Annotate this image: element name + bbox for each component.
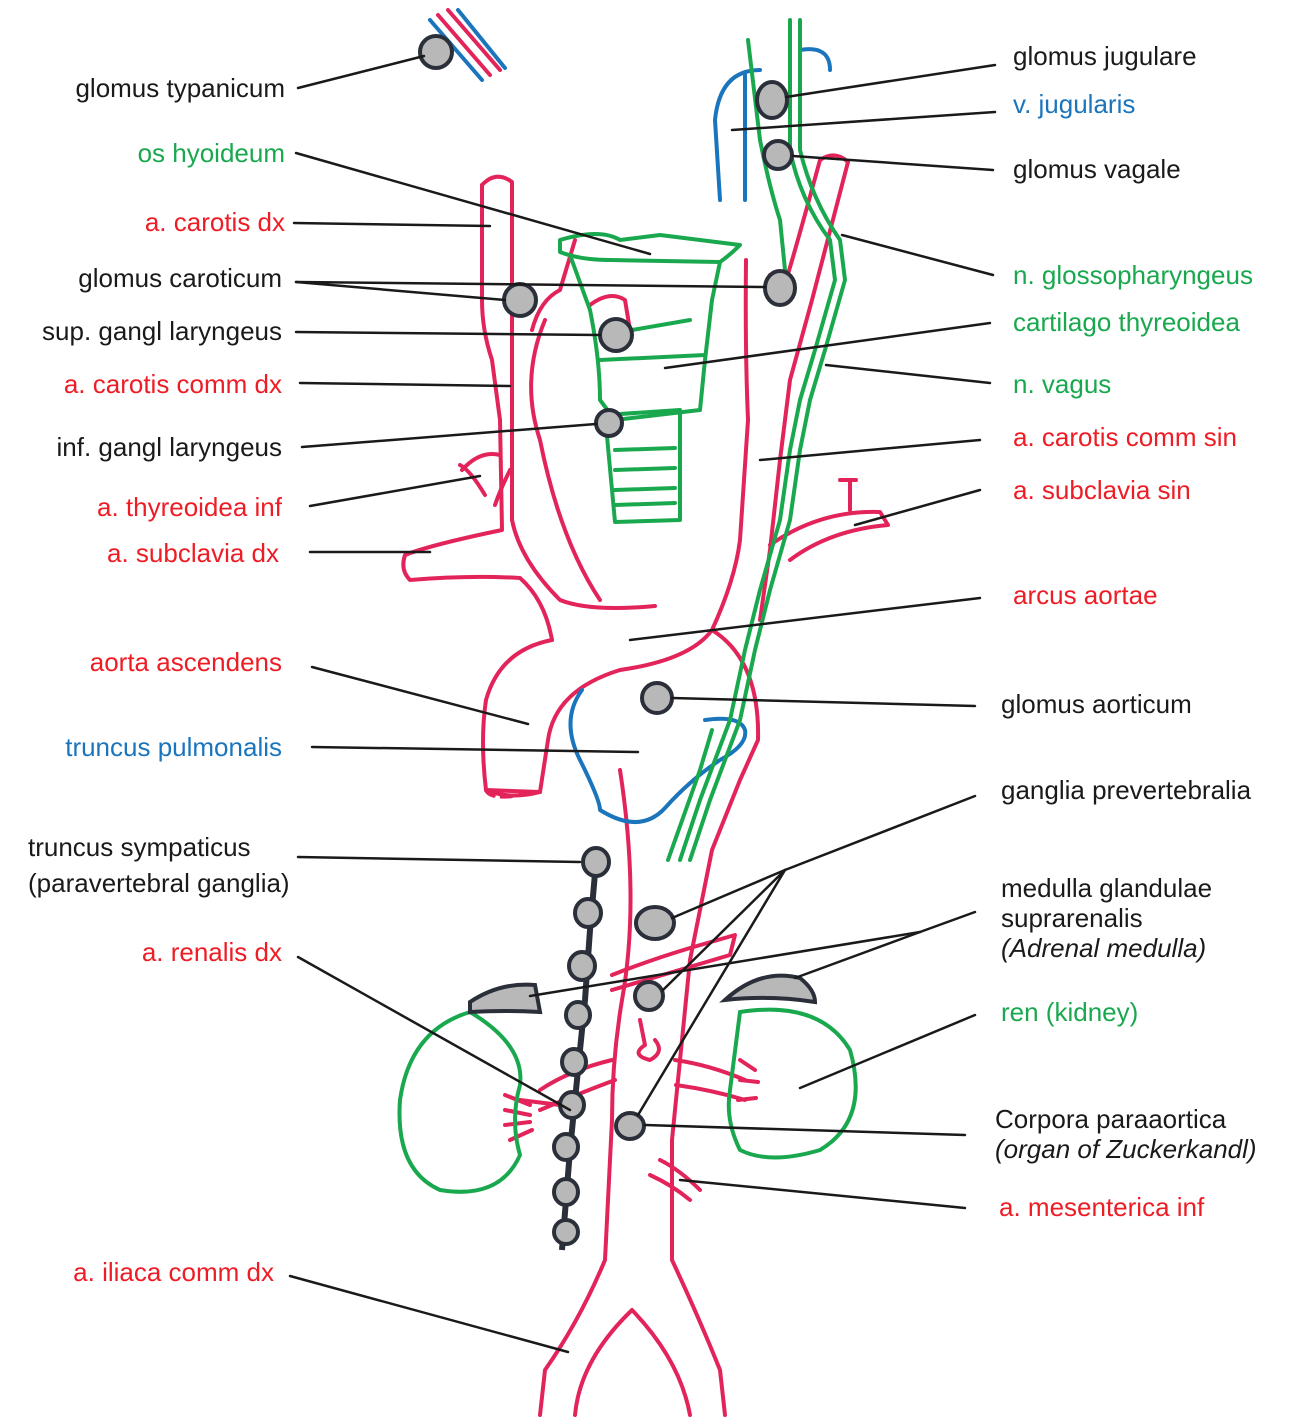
leader-a-iliaca-comm-dx — [290, 1276, 568, 1352]
leader-medulla-a — [920, 912, 975, 932]
label-a-subclavia-dx: a. subclavia dx — [107, 538, 279, 568]
label-a-carotis-comm-sin: a. carotis comm sin — [1013, 422, 1237, 452]
leader-ganglia-a — [672, 870, 785, 918]
label-arcus-aortae: arcus aortae — [1013, 580, 1158, 610]
label-os-hyoideum: os hyoideum — [138, 138, 285, 168]
label-organ-of-zuckerkandl: (organ of Zuckerkandl) — [995, 1134, 1257, 1164]
leader-glomus-aorticum — [672, 698, 975, 706]
paravertebral-ganglion — [554, 1179, 578, 1205]
ren-sin-shape — [729, 1010, 856, 1158]
leader-a-carotis-dx — [294, 223, 490, 226]
leader-a-mesenterica-inf — [680, 1180, 965, 1208]
glomus-caroticum-sin-body — [765, 271, 795, 305]
leader-truncus-sympaticus — [298, 857, 580, 862]
glomus-aorticum-body — [642, 683, 672, 713]
label-glomus-caroticum: glomus caroticum — [78, 263, 282, 293]
ren-dx-shape — [400, 1012, 521, 1192]
paravertebral-ganglion — [562, 1049, 586, 1075]
label-cartilago-thyreoidea: cartilago thyreoidea — [1013, 307, 1240, 337]
label-inf-gangl-laryngeus: inf. gangl laryngeus — [57, 432, 282, 462]
label-paravertebral-ganglia: (paravertebral ganglia) — [28, 868, 290, 898]
leader-a-subclavia-sin — [855, 490, 980, 525]
os-hyoideum-shape — [560, 234, 740, 262]
leader-inf-gangl — [302, 424, 596, 447]
label-adrenal-medulla: (Adrenal medulla) — [1001, 933, 1206, 963]
paravertebral-ganglion — [583, 848, 609, 876]
label-a-iliaca-comm-dx: a. iliaca comm dx — [73, 1257, 274, 1287]
leader-glomus-vagale — [793, 156, 993, 170]
adrenal-dx — [470, 985, 540, 1012]
label-glomus-vagale: glomus vagale — [1013, 154, 1181, 184]
label-n-vagus: n. vagus — [1013, 369, 1111, 399]
leader-sup-gangl — [296, 332, 600, 335]
a-carotis-comm-sin-vessel — [712, 260, 748, 630]
label-glomus-typanicum: glomus typanicum — [75, 73, 285, 103]
leader-medulla-c — [795, 932, 920, 978]
glomus-caroticum-dx-body — [504, 284, 536, 316]
ganglion-prevertebrale-2 — [635, 982, 663, 1010]
paravertebral-ganglion — [569, 952, 595, 980]
label-a-mesenterica-inf: a. mesenterica inf — [999, 1192, 1204, 1222]
leader-n-vagus — [826, 365, 990, 383]
leader-os-hyoideum — [296, 153, 650, 254]
leader-glomus-typanicum — [298, 56, 424, 88]
ganglion-prevertebrale-1 — [636, 907, 674, 939]
label-n-glossopharyngeus: n. glossopharyngeus — [1013, 260, 1253, 290]
label-aorta-ascendens: aorta ascendens — [90, 647, 282, 677]
label-ganglia-prevertebralia: ganglia prevertebralia — [1001, 775, 1251, 805]
label-truncus-sympaticus: truncus sympaticus — [28, 832, 251, 862]
leader-arcus-aortae — [630, 598, 980, 640]
paravertebral-ganglion — [554, 1220, 578, 1244]
corpora-paraaortica-body — [616, 1113, 644, 1139]
leader-ganglia-prevertebralia — [785, 796, 975, 870]
label-v-jugularis: v. jugularis — [1013, 89, 1135, 119]
leader-a-thyreoidea-inf — [310, 476, 480, 506]
adrenal-sin — [725, 976, 815, 1002]
leader-corpora-paraaortica — [645, 1125, 965, 1135]
label-glomus-aorticum: glomus aorticum — [1001, 689, 1192, 719]
label-ren-kidney: ren (kidney) — [1001, 997, 1138, 1027]
paravertebral-ganglion — [566, 1002, 590, 1028]
inf-gangl-laryngeus-body — [596, 410, 622, 436]
leader-n-glossopharyngeus — [842, 235, 993, 275]
leader-a-carotis-comm-dx — [300, 383, 510, 386]
cartilago-thyreoidea-shape — [570, 255, 720, 420]
leader-a-renalis-dx — [298, 957, 570, 1110]
label-a-subclavia-sin: a. subclavia sin — [1013, 475, 1191, 505]
leader-truncus-pulmonalis — [312, 747, 638, 752]
glomus-typanicum-body — [420, 36, 452, 68]
label-corpora-paraaortica: Corpora paraaortica — [995, 1104, 1226, 1134]
label-suprarenalis: suprarenalis — [1001, 903, 1143, 933]
a-carotis-inner-loop — [531, 240, 600, 600]
renal-spikes-left — [738, 1060, 758, 1100]
sup-gangl-laryngeus-body — [600, 319, 632, 351]
leader-cartilago-thyreoidea — [665, 323, 990, 368]
label-sup-gangl-laryngeus: sup. gangl laryngeus — [42, 316, 282, 346]
arcus-aortae-vessel — [483, 630, 712, 796]
paravertebral-ganglion — [575, 899, 601, 927]
aorta-ascendens-lower — [486, 790, 540, 792]
glomus-bodies — [420, 36, 795, 1139]
label-glomus-jugulare: glomus jugulare — [1013, 41, 1197, 71]
branch-mid — [639, 1020, 659, 1060]
glomus-vagale-body — [764, 141, 792, 169]
label-medulla-glandulae: medulla glandulae — [1001, 873, 1212, 903]
label-a-thyreoidea-inf: a. thyreoidea inf — [97, 492, 282, 522]
truncus-sympaticus-chain — [554, 848, 609, 1250]
label-truncus-pulmonalis: truncus pulmonalis — [65, 732, 282, 762]
glomus-jugulare-body — [757, 82, 787, 118]
label-a-carotis-dx: a. carotis dx — [145, 207, 285, 237]
label-a-renalis-dx: a. renalis dx — [142, 937, 282, 967]
label-a-carotis-comm-dx: a. carotis comm dx — [64, 369, 282, 399]
a-carotis-comm-dx-vessel — [403, 420, 552, 640]
leader-glomus-jugulare — [786, 65, 995, 97]
paravertebral-ganglion — [554, 1134, 578, 1160]
